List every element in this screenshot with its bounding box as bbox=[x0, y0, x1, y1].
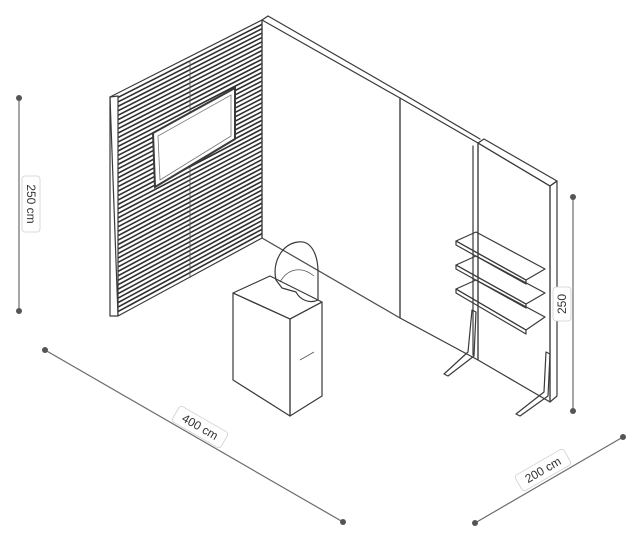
shelf-top bbox=[455, 231, 546, 285]
dimension-depth: 200 cm bbox=[472, 434, 626, 526]
shelf-middle bbox=[455, 255, 546, 309]
back-wall bbox=[261, 15, 481, 361]
wall-screen bbox=[151, 86, 236, 189]
dimension-height-right: 250 bbox=[552, 194, 576, 414]
counter bbox=[232, 275, 323, 417]
height-left-label: 250 cm bbox=[24, 184, 38, 223]
shelf-bottom bbox=[455, 279, 546, 335]
right-partition-wall bbox=[472, 138, 558, 403]
height-right-label: 250 bbox=[555, 294, 569, 314]
shelves bbox=[455, 231, 546, 335]
dimension-width: 400 cm bbox=[42, 347, 346, 525]
dimension-height-left: 250 cm bbox=[16, 95, 41, 314]
chair bbox=[274, 241, 319, 303]
floor-line bbox=[261, 237, 401, 319]
shelf-stand-feet bbox=[443, 309, 551, 417]
